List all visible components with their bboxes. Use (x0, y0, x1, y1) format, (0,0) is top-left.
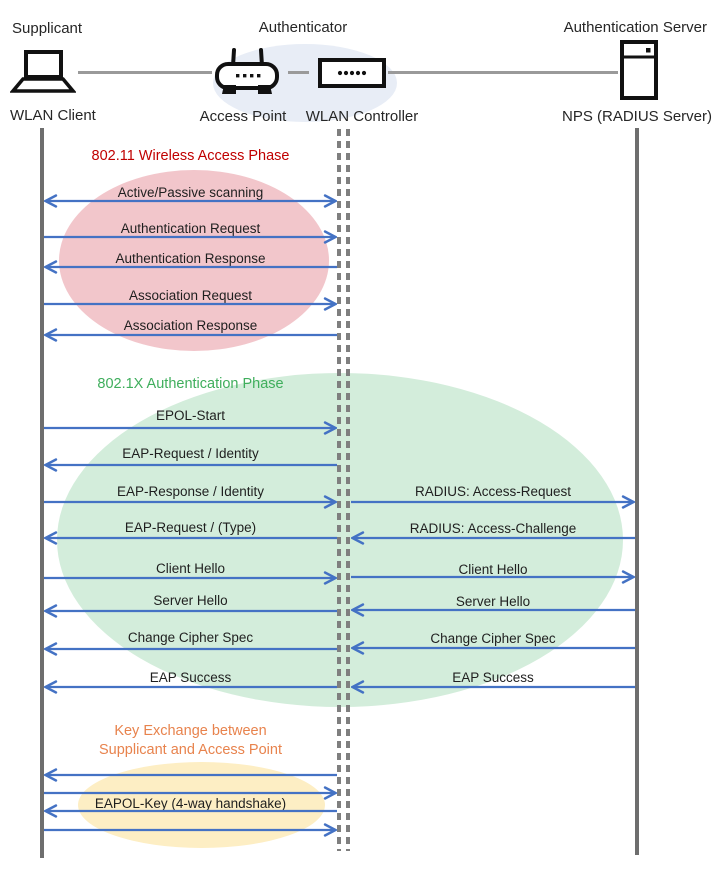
message-arrow-left (44, 680, 337, 694)
phase3-title-line2: Supplicant and Access Point (99, 742, 282, 758)
lifeline-controller-dash-1 (337, 129, 341, 851)
server-icon (620, 40, 658, 105)
laptop-icon (9, 50, 77, 99)
message-arrow-right (44, 421, 337, 435)
phase3-ellipse (78, 762, 325, 848)
message-arrow-right (351, 570, 635, 584)
wlan-controller-icon (318, 58, 386, 93)
message-arrow-right (351, 495, 635, 509)
message-label: EAPOL-Key (4-way handshake) (94, 796, 287, 811)
message-label: Client Hello (458, 562, 528, 577)
message-arrow-left (44, 328, 337, 342)
message-label: Change Cipher Spec (430, 631, 556, 646)
message-label: Server Hello (455, 594, 531, 609)
message-arrow-right (44, 786, 337, 800)
message-label: Association Response (123, 318, 258, 333)
message-label: Authentication Response (115, 251, 266, 266)
message-arrow-left (351, 680, 635, 694)
message-label: EAP Success (452, 670, 534, 685)
message-label: RADIUS: Access-Challenge (409, 521, 577, 536)
lifeline-client (40, 128, 44, 858)
message-arrow-left (44, 531, 337, 545)
message-label: Server Hello (153, 593, 228, 608)
phase1-title: 802.11 Wireless Access Phase (91, 148, 290, 164)
message-label: EAP-Request / Identity (122, 446, 259, 461)
device-wlan-client: WLAN Client (10, 107, 96, 124)
message-label: RADIUS: Access-Request (414, 484, 572, 499)
message-arrow-left (44, 642, 337, 656)
role-authenticator: Authenticator (258, 19, 348, 36)
connector-ap-controller (288, 71, 309, 74)
message-arrow-both (44, 194, 337, 208)
message-label: EAP-Request / (Type) (124, 520, 257, 535)
phase3-title-line1: Key Exchange between (114, 723, 267, 739)
phase2-title: 802.1X Authentication Phase (97, 376, 284, 392)
message-label: Authentication Request (120, 221, 261, 236)
message-arrow-left (44, 768, 337, 782)
role-supplicant: Supplicant (12, 20, 83, 37)
connector-controller-server (388, 71, 618, 74)
message-label: Client Hello (155, 561, 226, 576)
connector-client-ap (78, 71, 212, 74)
lifeline-server (635, 128, 639, 855)
message-label: Change Cipher Spec (127, 630, 254, 645)
message-label: Association Request (128, 288, 253, 303)
message-arrow-left (44, 260, 337, 274)
device-access-point: Access Point (199, 108, 287, 125)
message-label: EAP-Response / Identity (116, 484, 265, 499)
message-arrow-left (351, 531, 635, 545)
message-arrow-left (44, 458, 337, 472)
message-arrow-left (44, 604, 337, 618)
message-arrow-right (44, 571, 337, 585)
message-arrow-right (44, 297, 337, 311)
message-label: EPOL-Start (155, 408, 226, 423)
message-arrow-right (44, 230, 337, 244)
message-arrow-left (44, 804, 337, 818)
message-label: Active/Passive scanning (117, 185, 264, 200)
message-arrow-right (44, 495, 337, 509)
device-nps-radius-server: NPS (RADIUS Server) (561, 108, 713, 125)
phase3-title: Key Exchange between Supplicant and Acce… (44, 722, 337, 760)
lifeline-controller-dash-2 (346, 129, 350, 851)
message-arrow-right (44, 823, 337, 837)
message-label: EAP Success (149, 670, 232, 685)
message-arrow-left (351, 603, 635, 617)
message-arrow-left (351, 641, 635, 655)
device-wlan-controller: WLAN Controller (305, 108, 419, 125)
role-authentication-server: Authentication Server (563, 19, 707, 36)
access-point-icon (212, 48, 282, 101)
